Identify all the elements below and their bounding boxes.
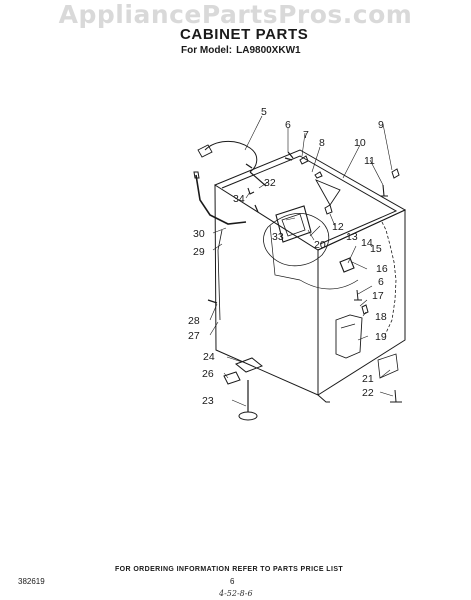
callout-28: 28 (188, 315, 200, 327)
callout-5: 5 (261, 106, 267, 118)
leader-lines (209, 115, 394, 407)
callout-7: 7 (303, 129, 309, 141)
model-line: For Model:LA9800XKW1 (181, 45, 301, 56)
callout-29: 29 (193, 246, 205, 258)
callout-19: 19 (375, 331, 387, 343)
page-title: CABINET PARTS (180, 26, 309, 43)
callout-15: 15 (370, 243, 382, 255)
callout-11: 11 (364, 155, 375, 167)
callout-26: 26 (202, 368, 214, 380)
control-bracket (275, 179, 341, 243)
callout-20: 20 (314, 239, 326, 251)
watermark-text: AppliancePartsPros.com (58, 0, 413, 29)
callout-27: 27 (188, 330, 200, 342)
callout-13: 13 (346, 231, 358, 243)
callout-10: 10 (354, 137, 366, 149)
callout-16: 16 (376, 263, 388, 275)
callout-17: 17 (372, 290, 384, 302)
callout-34: 34 (233, 193, 245, 205)
callout-22: 22 (362, 387, 374, 399)
callout-24: 24 (203, 351, 215, 363)
hose-assembly (193, 141, 267, 321)
side-panel-detail (335, 221, 399, 379)
callout-6b: 6 (378, 276, 384, 288)
callout-33: 33 (272, 231, 284, 243)
part-code: 382619 (18, 577, 45, 586)
model-value: LA9800XKW1 (236, 45, 301, 56)
top-cutout (263, 212, 359, 290)
callout-9: 9 (378, 119, 384, 131)
callout-30: 30 (193, 228, 205, 240)
callout-18: 18 (375, 311, 387, 323)
callout-6: 6 (285, 119, 291, 131)
callout-12: 12 (332, 221, 344, 233)
page-number: 6 (230, 577, 235, 586)
callout-14: 14 (361, 237, 373, 249)
callout-32: 32 (264, 177, 276, 189)
model-label: For Model: (181, 45, 233, 56)
ordering-note: FOR ORDERING INFORMATION REFER TO PARTS … (115, 566, 344, 573)
callout-21: 21 (362, 373, 374, 385)
callout-8: 8 (319, 137, 325, 149)
handwritten-note: 4-52-8-6 (219, 589, 253, 598)
leveling-legs (223, 357, 263, 421)
cabinet-body (213, 149, 407, 403)
callout-23: 23 (202, 395, 214, 407)
fasteners (207, 151, 402, 403)
